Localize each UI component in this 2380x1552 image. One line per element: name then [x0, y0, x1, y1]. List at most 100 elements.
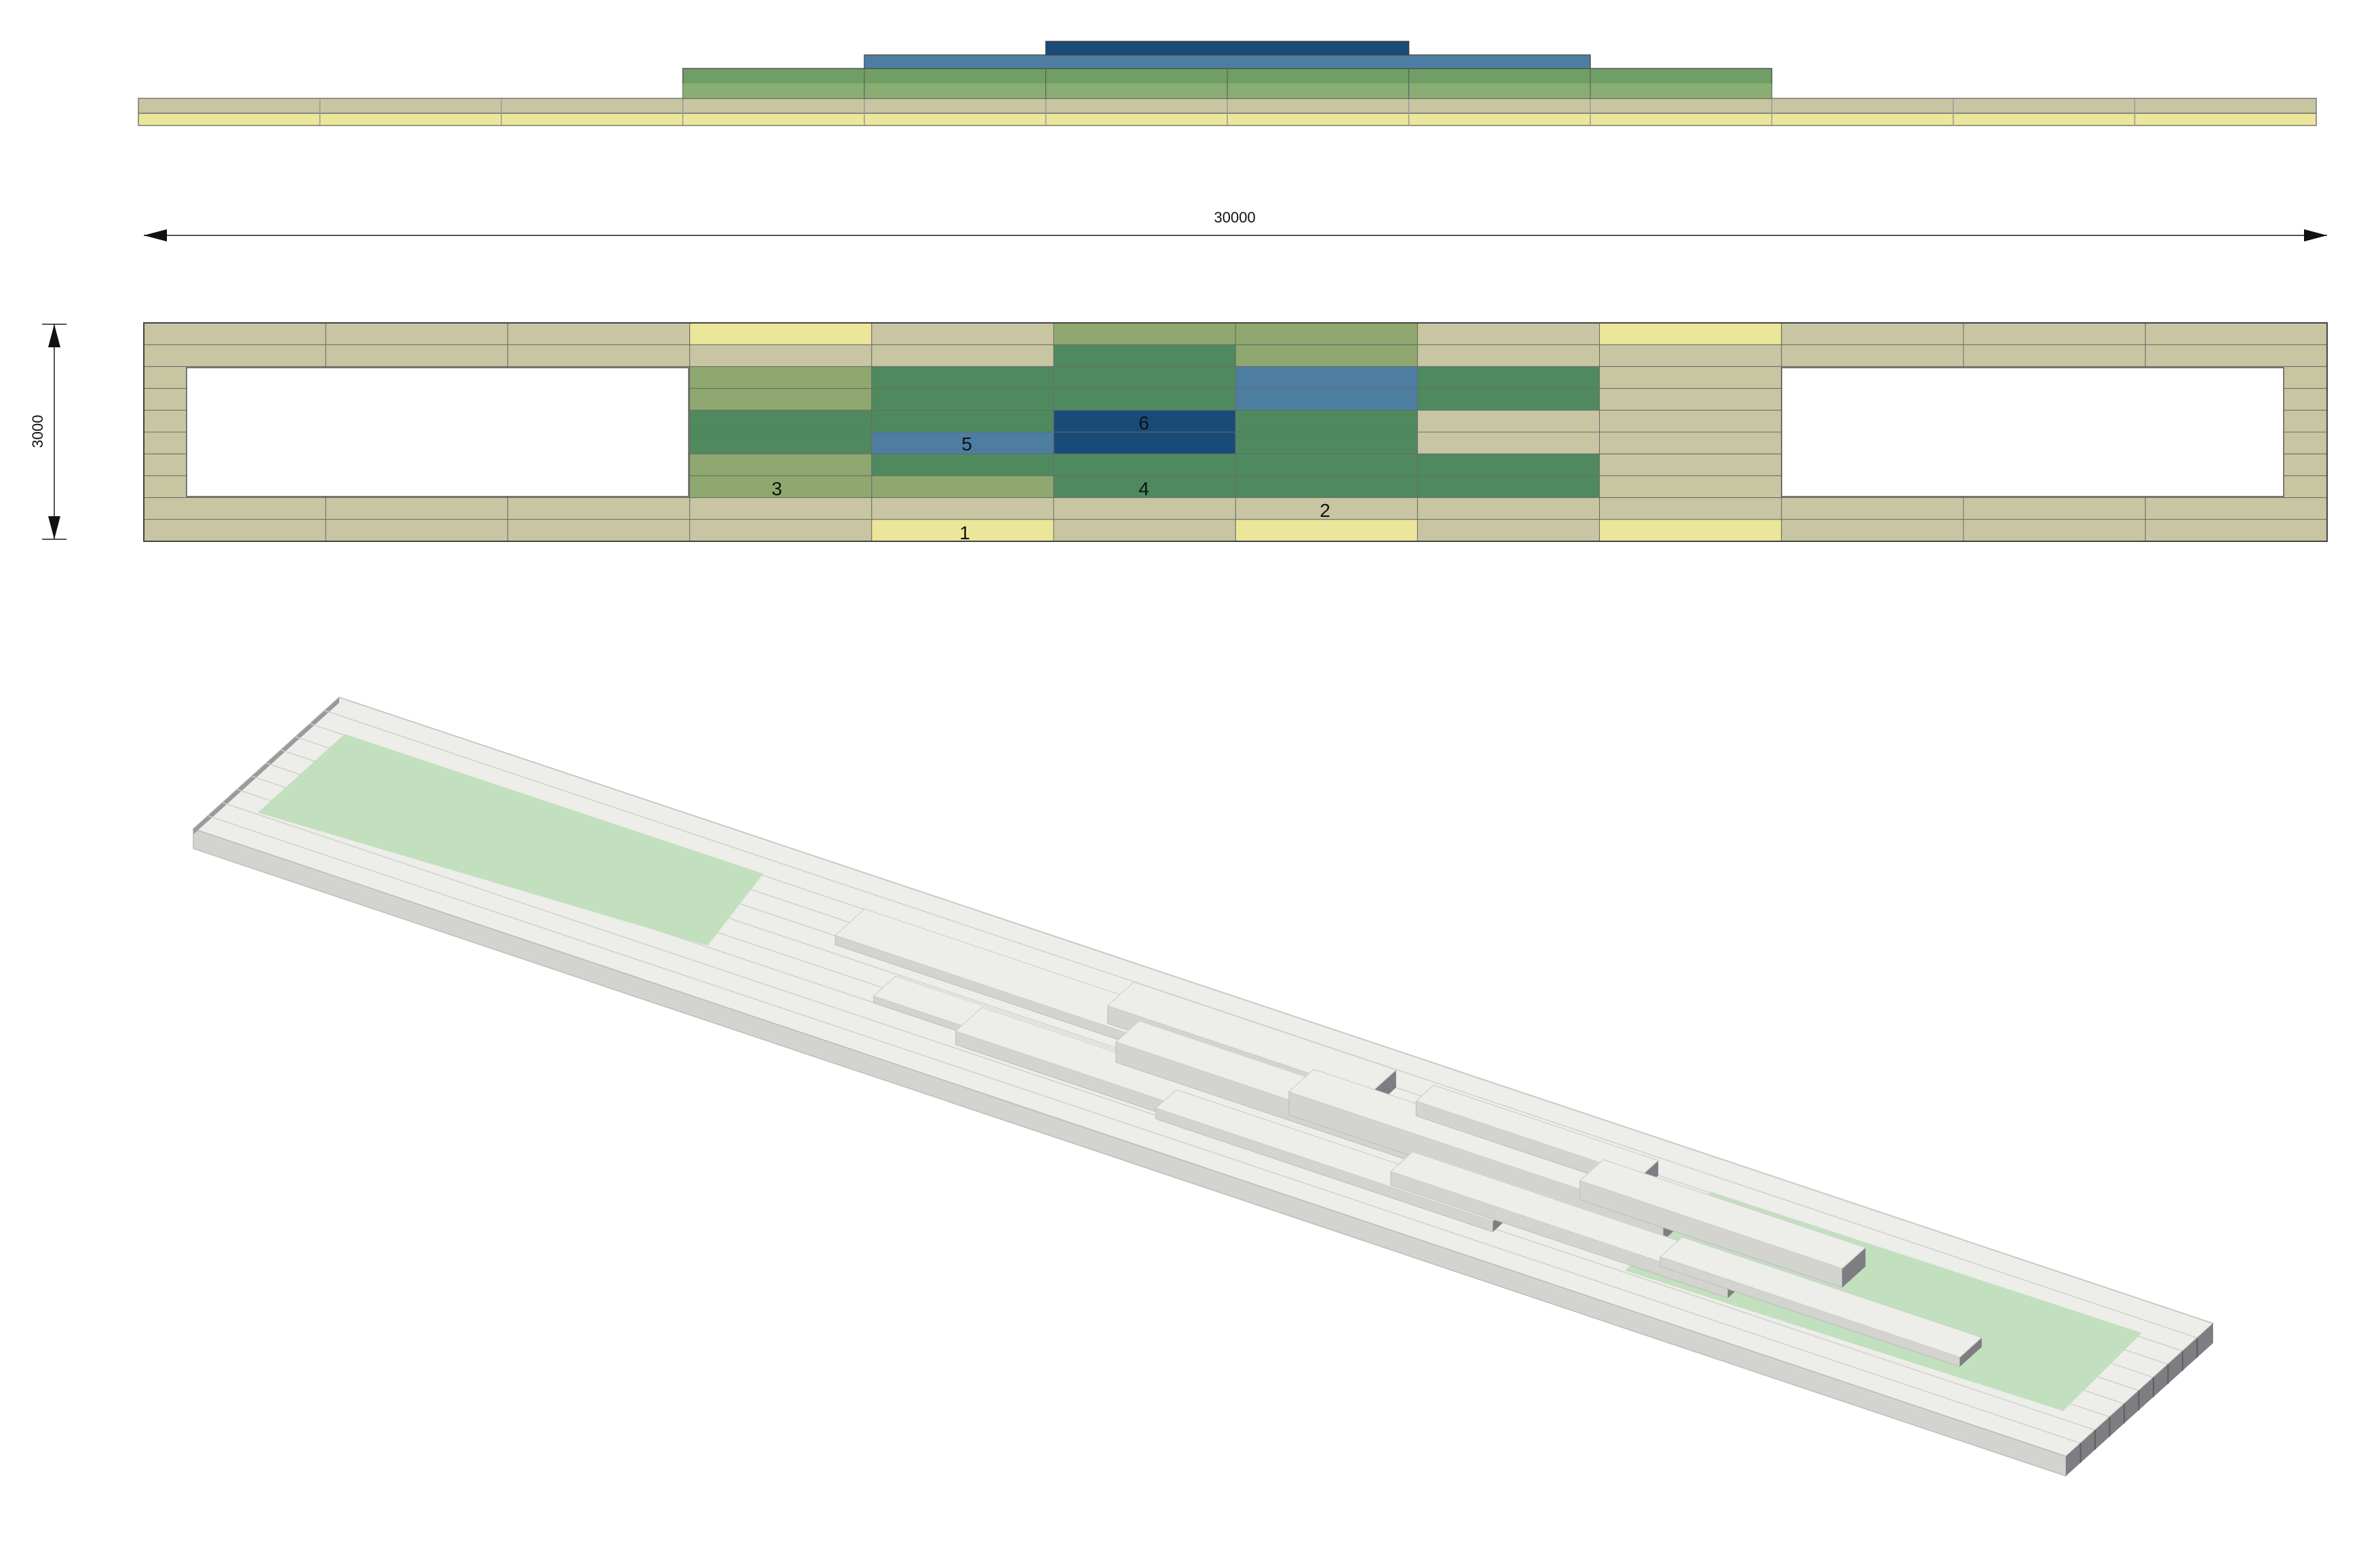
plan-plank [689, 475, 872, 499]
plan-plank [1053, 388, 1236, 411]
plan-plank [1599, 497, 1782, 520]
plan-plank [1781, 497, 1964, 520]
plan-plank [1417, 475, 1600, 499]
elevation-stepped-blocks [682, 41, 1773, 99]
plan-plank [871, 366, 1054, 389]
plan-view: 1 2 3 4 5 6 [143, 322, 2328, 543]
plan-plank [1417, 431, 1600, 454]
plan-opening-left [186, 367, 689, 497]
plan-plank [871, 475, 1054, 499]
plan-plank [1235, 366, 1418, 389]
plan-plank [325, 519, 508, 542]
plan-plank [143, 322, 326, 345]
plan-plank [507, 322, 691, 345]
plan-plank [1235, 322, 1418, 345]
iso-lawn-left [258, 734, 763, 946]
plan-plank [2145, 344, 2328, 367]
plan-label-4: 4 [1138, 478, 1149, 499]
plan-plank [325, 322, 508, 345]
plan-plank [1417, 410, 1600, 433]
plan-plank [507, 497, 691, 520]
plan-plank [1963, 519, 2146, 542]
plan-plank [1053, 519, 1236, 542]
plan-plank [689, 344, 872, 367]
length-dimension-label: 30000 [1214, 209, 1255, 226]
plan-plank [2145, 519, 2328, 542]
plan-plank [2145, 322, 2328, 345]
plan-plank [1599, 388, 1782, 411]
iso-block-top [1107, 982, 1397, 1094]
plan-plank [689, 453, 872, 476]
plan-plank [143, 519, 326, 542]
plan-plank [143, 497, 326, 520]
plan-plank [507, 344, 691, 367]
plan-label-6: 6 [1138, 412, 1149, 433]
plan-plank [1417, 453, 1600, 476]
depth-dimension: 3000 [29, 324, 66, 540]
iso-raised-blocks [834, 908, 1983, 1367]
plan-plank [871, 410, 1054, 433]
iso-end-plank-ticks [2079, 1338, 2198, 1463]
plan-plank [1781, 519, 1964, 542]
plan-plank [1053, 344, 1236, 367]
iso-block-end [1842, 1247, 1866, 1288]
plan-plank [871, 431, 1054, 454]
length-dimension: 30000 [144, 209, 2327, 241]
plan-plank [1417, 519, 1600, 542]
plan-plank [1235, 388, 1418, 411]
plan-plank [1235, 431, 1418, 454]
plan-plank [1963, 497, 2146, 520]
iso-block-top [1579, 1159, 1866, 1269]
elevation-step-blue [864, 54, 1591, 69]
plan-outline [143, 322, 2328, 542]
plan-plank [689, 519, 872, 542]
iso-block-top [1415, 1085, 1659, 1177]
plan-plank [689, 388, 872, 411]
plan-label-5: 5 [961, 433, 972, 454]
plan-plank [689, 497, 872, 520]
plan-plank [1599, 366, 1782, 389]
plan-plank [1235, 475, 1418, 499]
plan-plank [1053, 453, 1236, 476]
plan-plank [689, 431, 872, 454]
plan-plank [1053, 497, 1236, 520]
isometric-view [192, 696, 2214, 1477]
plan-plank [1417, 366, 1600, 389]
plan-plank [1053, 366, 1236, 389]
plan-plank [871, 388, 1054, 411]
elevation-view [138, 41, 2317, 126]
plan-plank [689, 366, 872, 389]
elevation-base-strip [138, 98, 2317, 126]
plan-plank [1599, 410, 1782, 433]
arrow-left-icon [144, 229, 167, 241]
plan-plank [143, 344, 326, 367]
plan-plank [871, 497, 1054, 520]
plan-label-3: 3 [771, 478, 782, 499]
iso-block-end [1959, 1337, 1982, 1367]
plan-plank [1417, 388, 1600, 411]
plan-plank [1235, 453, 1418, 476]
plan-plank [871, 519, 1054, 542]
plan-plank [1599, 431, 1782, 454]
iso-plank-line [208, 815, 2081, 1444]
plan-plank [325, 497, 508, 520]
plan-plank [1053, 475, 1236, 499]
plan-plank [1599, 453, 1782, 476]
plan-plank [1417, 344, 1600, 367]
plan-plank [871, 322, 1054, 345]
plan-label-1: 1 [959, 522, 970, 543]
plan-plank [1235, 410, 1418, 433]
plan-plank [1781, 344, 1964, 367]
plan-plank [325, 344, 508, 367]
plan-plank [1599, 519, 1782, 542]
iso-block-top [1659, 1237, 1983, 1358]
plan-plank [1599, 344, 1782, 367]
depth-dimension-label: 3000 [29, 415, 46, 448]
plan-plank [1235, 344, 1418, 367]
plan-plank [871, 344, 1054, 367]
plan-plank [1235, 519, 1418, 542]
plan-plank [1417, 497, 1600, 520]
plan-plank [1599, 322, 1782, 345]
plan-opening-right [1781, 367, 2284, 497]
